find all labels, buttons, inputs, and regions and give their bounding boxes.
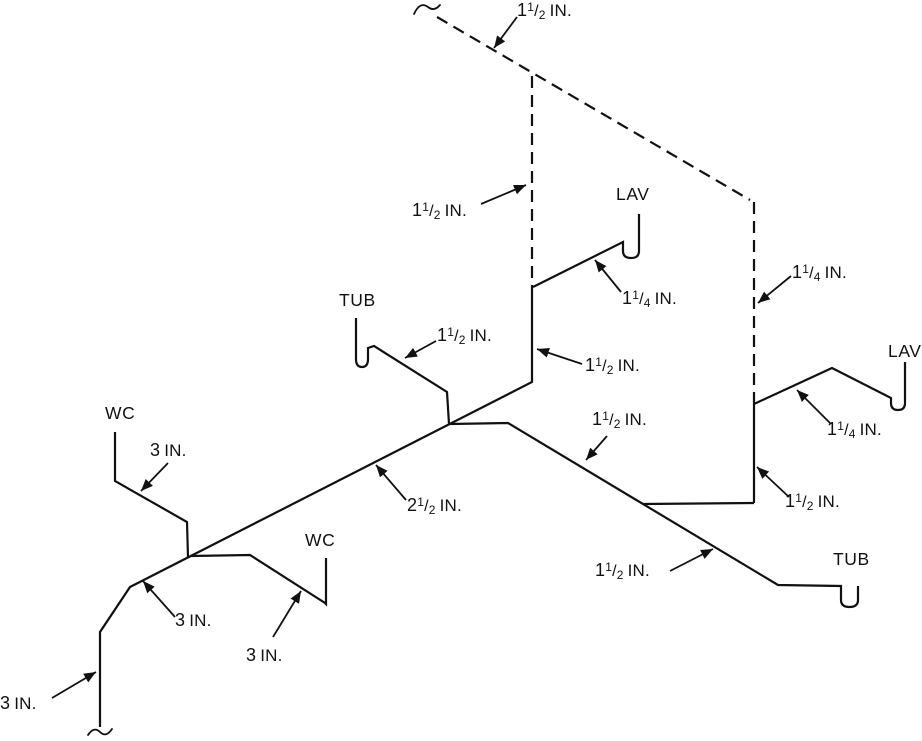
pipe-break-top (413, 4, 441, 15)
pipe-right-connector (642, 501, 755, 506)
arrow-size-label-tub2-branch (669, 548, 714, 572)
fixture-label-lav-1: LAV (616, 184, 650, 204)
arrow-size-label-tub1-arm (404, 340, 437, 359)
fixture-label-lav-2: LAV (888, 341, 922, 361)
pipe-lav2-branch-trap (753, 362, 907, 412)
pipe-lav1-branch-trap (532, 214, 641, 288)
arrow-size-label-wc1-arm (140, 462, 169, 492)
fixture-label-tub-2: TUB (833, 549, 870, 569)
fixture-label-tub-1: TUB (339, 290, 376, 310)
pipe-wc2-branch (189, 553, 328, 607)
pipe-break-bottom (87, 728, 113, 736)
arrow-size-label-lav1-arm (594, 259, 622, 293)
pipe-wc1-branch (113, 432, 190, 558)
vent-main-diagonal (436, 16, 751, 201)
arrow-size-label-vent-stack (480, 184, 527, 205)
fixture-label-wc-2: WC (305, 530, 336, 550)
arrow-size-label-drain-bend (142, 580, 176, 618)
pipe-tub1-branch-trap (354, 318, 451, 425)
pipe-right-branch-tub2-trap (449, 421, 860, 609)
arrow-size-label-lav2-arm (796, 389, 832, 425)
arrow-size-label-right-branch (585, 435, 608, 461)
arrow-size-label-main-drain (375, 464, 407, 501)
arrow-size-label-building-drain (51, 671, 97, 699)
pipe-main-drain-and-stack (98, 287, 534, 727)
arrow-size-label-right-vent (757, 275, 792, 304)
arrow-size-label-vent-top (493, 16, 518, 49)
fixture-label-wc-1: WC (105, 403, 136, 423)
arrow-size-label-wc2-arm (272, 590, 302, 638)
arrow-size-label-right-vertical (756, 466, 790, 498)
arrow-size-label-stack-drain (536, 348, 583, 365)
